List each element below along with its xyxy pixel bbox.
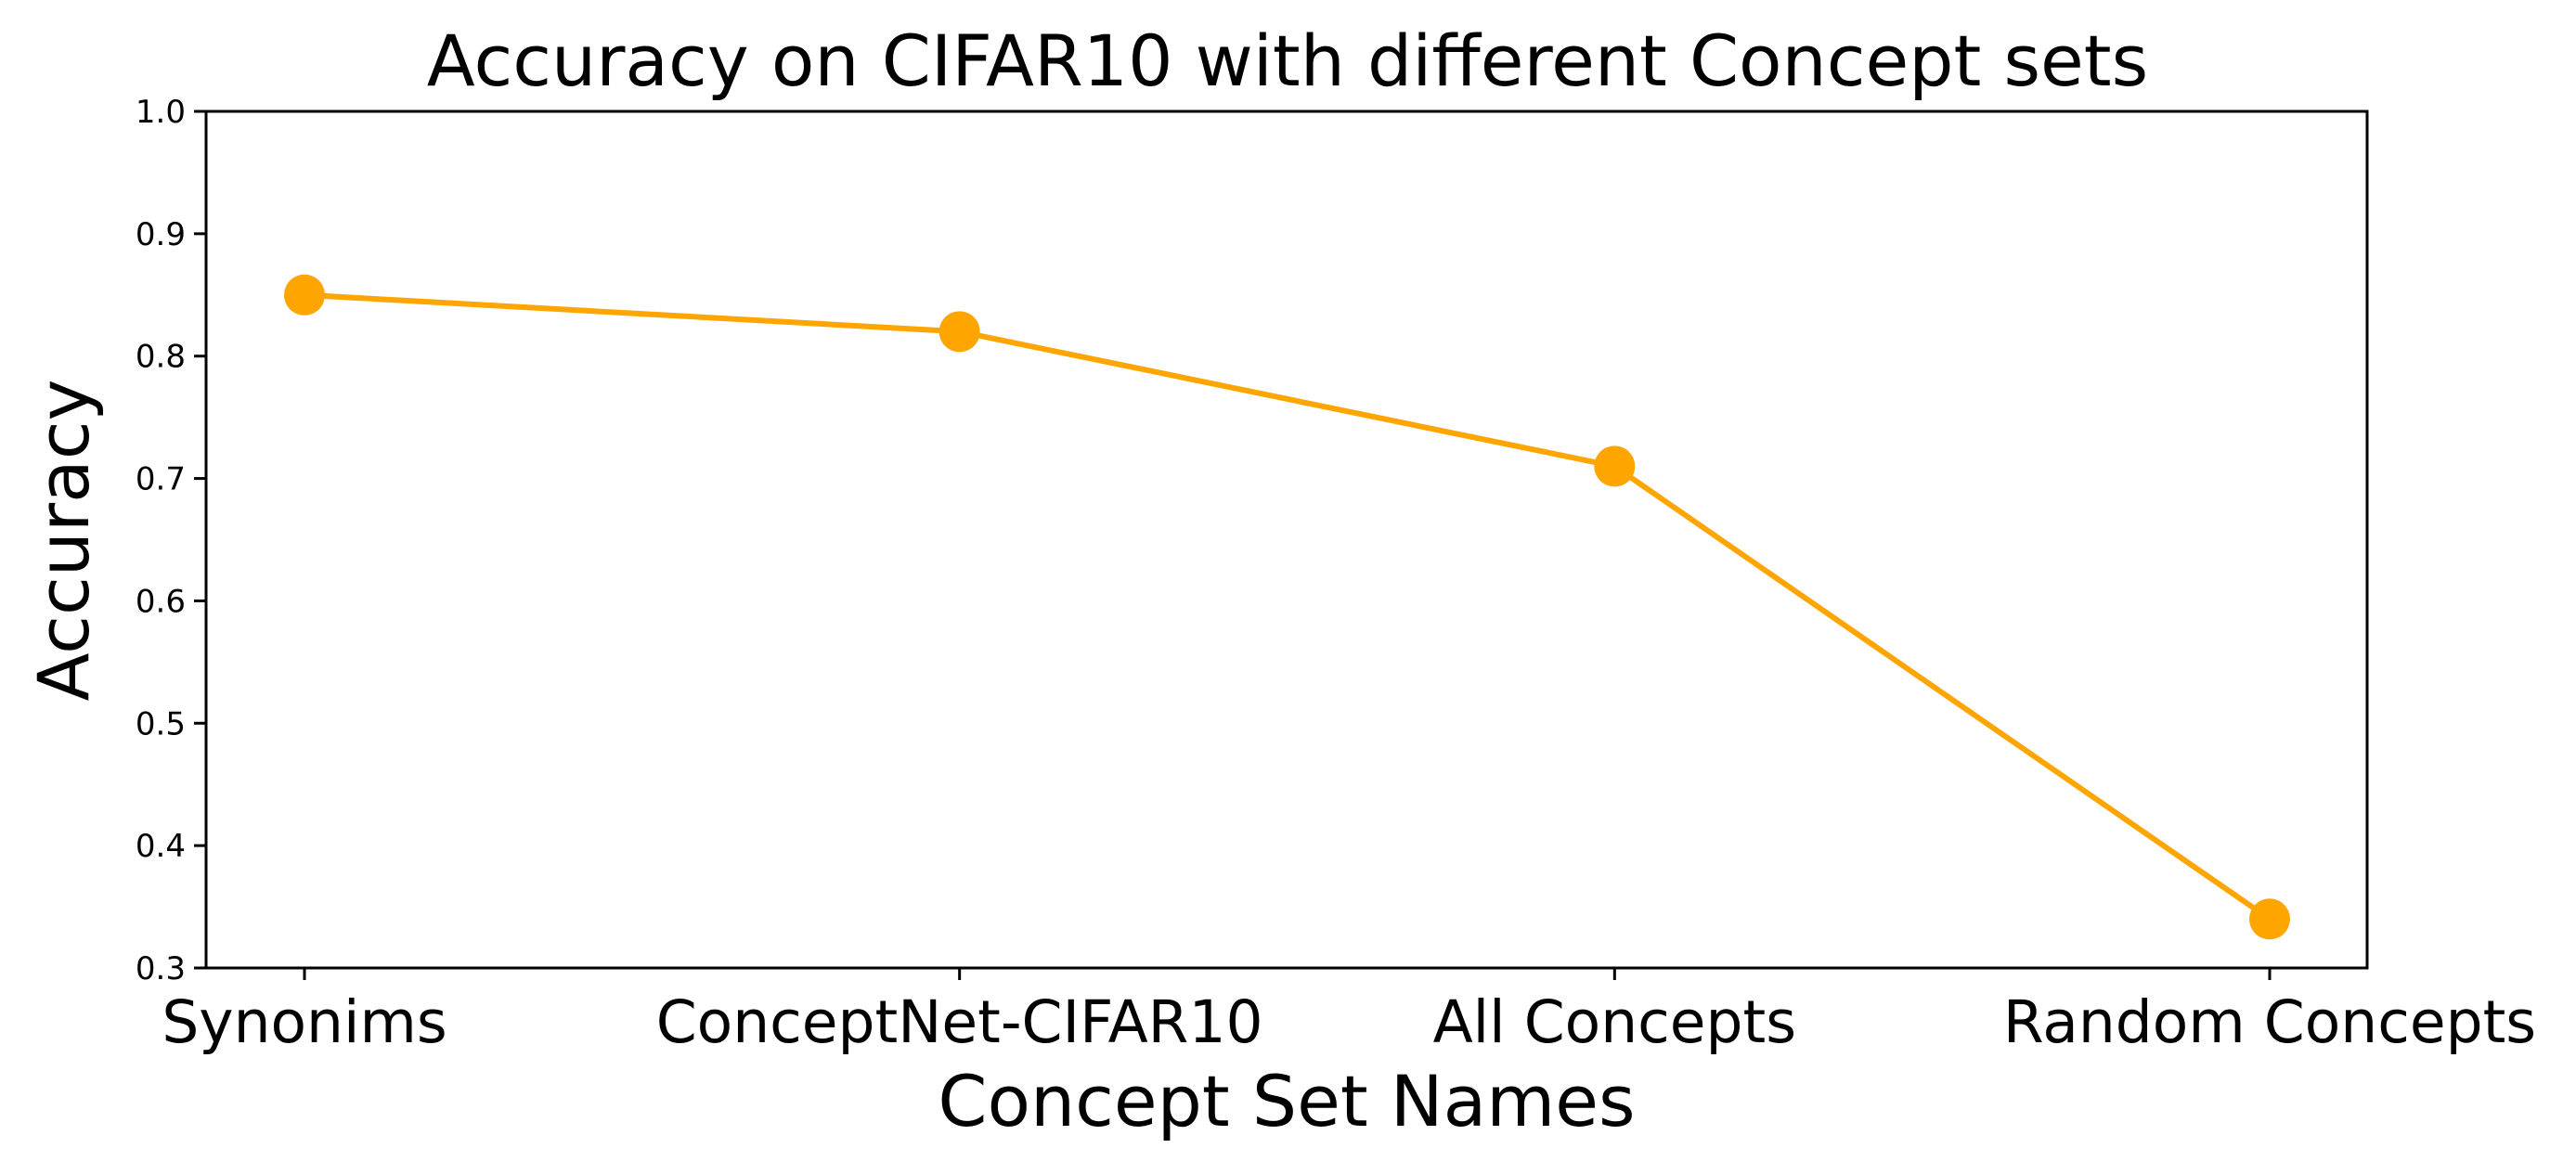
y-tick-label: 0.3	[136, 950, 186, 987]
chart-title: Accuracy on CIFAR10 with different Conce…	[427, 19, 2148, 102]
y-axis-ticks: 0.3 0.4 0.5 0.6 0.7 0.8 0.9 1.0	[136, 94, 206, 987]
x-tick-label: ConceptNet-CIFAR10	[656, 988, 1263, 1056]
data-point-marker	[284, 274, 325, 316]
y-tick-label: 0.7	[136, 461, 186, 498]
data-point-marker	[938, 311, 980, 353]
y-axis-label: Accuracy	[22, 380, 105, 702]
series-line	[304, 291, 2272, 922]
y-tick-label: 0.4	[136, 828, 186, 865]
y-tick-label: 0.8	[136, 339, 186, 376]
y-tick-label: 0.5	[136, 705, 186, 742]
x-tick-label: All Concepts	[1433, 988, 1797, 1056]
x-tick-label: Random Concepts	[2003, 988, 2536, 1056]
plot-area-frame	[204, 110, 2369, 970]
x-axis-ticks: Synonims ConceptNet-CIFAR10 All Concepts Ra…	[162, 968, 2536, 1056]
x-tick-label: Synonims	[162, 988, 447, 1056]
y-tick-label: 0.9	[136, 216, 186, 253]
y-tick-label: 1.0	[136, 94, 186, 131]
series-layer	[284, 274, 2290, 940]
data-point-marker	[1594, 445, 1636, 487]
y-tick-label: 0.6	[136, 583, 186, 620]
x-axis-label: Concept Set Names	[938, 1060, 1635, 1142]
data-point-marker	[2249, 898, 2290, 940]
